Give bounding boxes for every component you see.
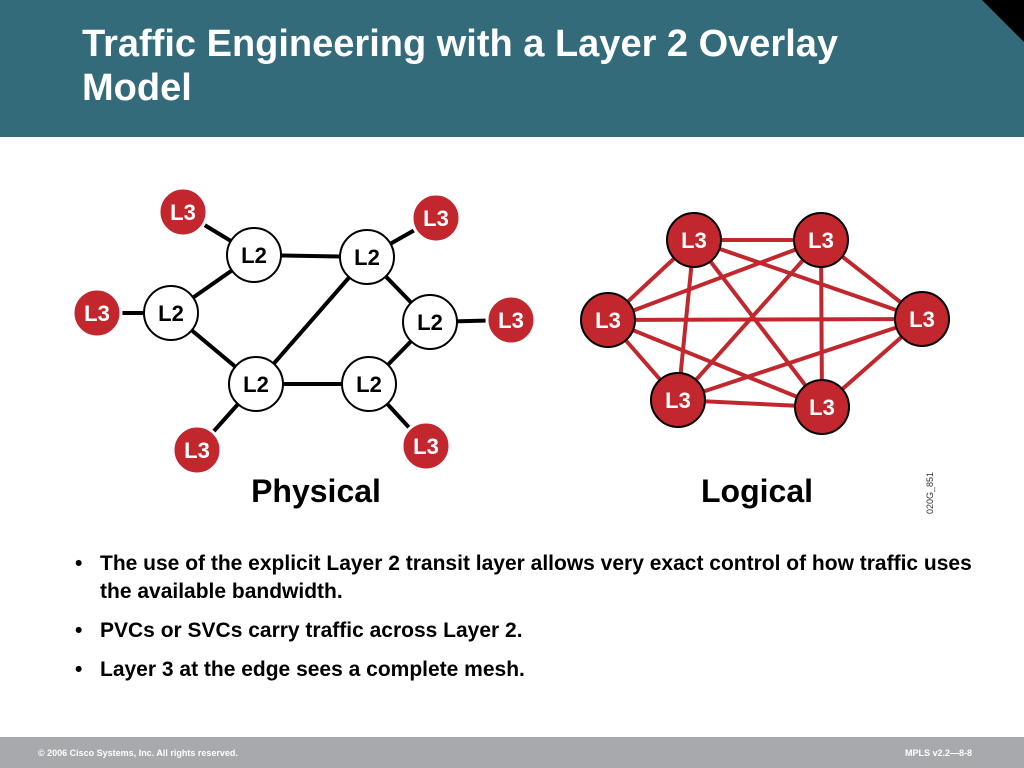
l3-node: L3: [580, 292, 636, 348]
logical-mesh-links: [606, 238, 924, 409]
l3-node-label: L3: [170, 200, 196, 225]
l3-node-label: L3: [423, 206, 449, 231]
l3-node-label: L3: [809, 395, 835, 420]
logical-caption: Logical: [701, 473, 813, 509]
l3-node: L3: [650, 372, 706, 428]
bullet-text: The use of the explicit Layer 2 transit …: [100, 552, 972, 603]
l3-node: L3: [794, 379, 850, 435]
l3-node: L3: [793, 212, 849, 268]
figure-code: 020G_851: [925, 472, 935, 514]
physical-caption: Physical: [251, 473, 381, 509]
title-line-2: Model: [82, 67, 192, 109]
l3-node: L3: [894, 291, 950, 347]
bullet-marker: •: [75, 658, 83, 681]
l3-node: L3: [157, 186, 209, 238]
l3-node-label: L3: [595, 308, 621, 333]
mesh-link: [677, 317, 923, 402]
bullet-text: PVCs or SVCs carry traffic across Layer …: [100, 619, 523, 642]
l3-node-label: L3: [498, 308, 524, 333]
bullet-marker: •: [75, 552, 83, 575]
l2-node-label: L2: [241, 243, 267, 268]
mesh-link: [607, 318, 823, 409]
l2-node: L2: [226, 227, 282, 283]
bullet-text: Layer 3 at the edge sees a complete mesh…: [100, 658, 525, 681]
l2-node-label: L2: [243, 372, 269, 397]
physical-l2-nodes: L2 L2 L2 L2 L2 L2: [143, 227, 458, 412]
bullet-item: • PVCs or SVCs carry traffic across Layer…: [72, 617, 972, 645]
l3-node-label: L3: [413, 434, 439, 459]
l3-node: L3: [171, 424, 223, 476]
l3-node: L3: [71, 287, 123, 339]
l3-node-label: L3: [665, 388, 691, 413]
header-bar: Traffic Engineering with a Layer 2 Overl…: [0, 0, 1024, 137]
l2-node-label: L2: [356, 372, 382, 397]
copyright-text: © 2006 Cisco Systems, Inc. All rights re…: [38, 748, 238, 758]
l3-node-label: L3: [184, 438, 210, 463]
l2-node-label: L2: [354, 245, 380, 270]
mesh-link: [693, 238, 923, 321]
bullet-item: • The use of the explicit Layer 2 transit…: [72, 550, 972, 606]
physical-l3-nodes: L3 L3 L3 L3 L3 L3: [71, 186, 537, 476]
l3-node-label: L3: [681, 228, 707, 253]
l2-node-label: L2: [417, 310, 443, 335]
logical-l3-nodes: L3 L3 L3 L3 L3 L3: [580, 212, 950, 435]
network-diagram: L3 L3 L3 L3 L3 L3 L2 L2: [71, 186, 950, 514]
mesh-link: [692, 238, 824, 409]
l2-node: L2: [228, 356, 284, 412]
l2-node: L2: [402, 294, 458, 350]
l2-node: L2: [143, 285, 199, 341]
l3-node-label: L3: [84, 301, 110, 326]
footer-bar: © 2006 Cisco Systems, Inc. All rights re…: [0, 737, 1024, 768]
link-l2-bottom-left-to-top-right: [254, 255, 369, 386]
l3-node: L3: [410, 192, 462, 244]
title-line-1: Traffic Engineering with a Layer 2 Overl…: [82, 23, 839, 65]
l2-node-label: L2: [158, 301, 184, 326]
slide-title: Traffic Engineering with a Layer 2 Overl…: [82, 22, 982, 110]
bullet-list: • The use of the explicit Layer 2 transit…: [72, 550, 972, 695]
l3-node: L3: [400, 420, 452, 472]
bullet-marker: •: [75, 619, 83, 642]
l3-node: L3: [666, 212, 722, 268]
bullet-item: • Layer 3 at the edge sees a complete mes…: [72, 656, 972, 684]
l3-node: L3: [485, 294, 537, 346]
mesh-link: [607, 238, 822, 322]
corner-triangle: [982, 0, 1024, 42]
course-code: MPLS v2.2—8-8: [904, 748, 972, 758]
l2-node: L2: [341, 356, 397, 412]
mesh-link: [607, 317, 923, 322]
l3-node-label: L3: [808, 228, 834, 253]
l2-node: L2: [339, 229, 395, 285]
l3-node-label: L3: [909, 307, 935, 332]
